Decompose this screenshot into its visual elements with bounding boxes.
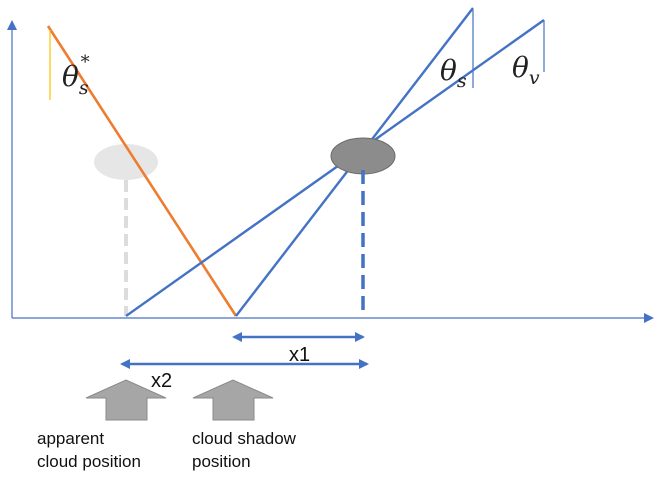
apparent-position-caption-line1: apparent — [37, 429, 104, 448]
orange-sun-ray — [46, 25, 238, 317]
theta-v-label: θv — [512, 51, 540, 89]
apparent-cloud-ghost — [94, 144, 158, 180]
x1-label: x1 — [289, 344, 310, 366]
x2-label: x2 — [151, 370, 172, 392]
apparent-position-caption-line2: cloud position — [37, 452, 141, 471]
cloud — [330, 137, 396, 175]
shadow-position-caption-line2: position — [192, 452, 251, 471]
apparent-position-arrow — [85, 379, 167, 421]
shadow-position-arrow — [192, 379, 274, 421]
theta-s-label: θs — [440, 54, 467, 92]
view-ray-theta-v — [125, 19, 545, 317]
shadow-position-caption-line1: cloud shadow — [192, 429, 297, 448]
theta-s-star-label: θs* — [62, 52, 90, 99]
